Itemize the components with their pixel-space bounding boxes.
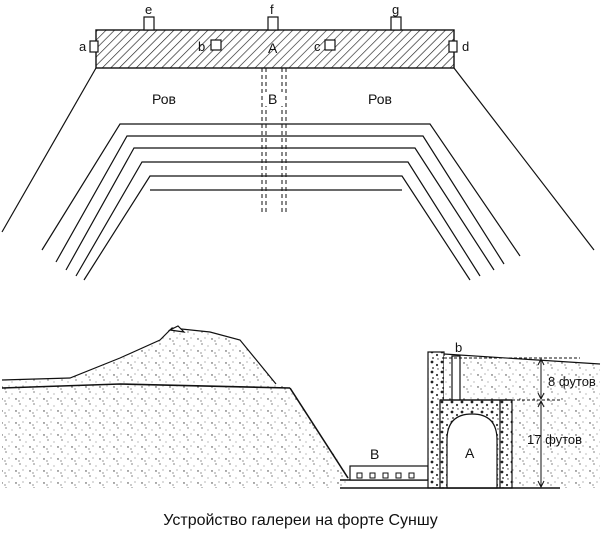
- box-e: [143, 16, 155, 31]
- label-ditch-right: Ров: [368, 91, 392, 107]
- plan-labels: a b c d e f g A B Ров Ров: [79, 2, 469, 107]
- label-A-plan: A: [268, 40, 278, 56]
- box-a: [89, 40, 99, 53]
- box-c: [324, 39, 336, 51]
- box-d: [448, 40, 458, 53]
- counterscarp-1: [41, 123, 521, 257]
- label-B-section: B: [370, 446, 379, 462]
- dimension-lines: [444, 357, 580, 489]
- label-A-section: A: [465, 445, 475, 461]
- section-view: [1, 325, 601, 489]
- figure-caption: Устройство галереи на форте Суншу: [163, 512, 438, 529]
- label-dim-17ft: 17 футов: [527, 432, 582, 447]
- box-g: [390, 16, 402, 31]
- plan-view: [1, 16, 595, 281]
- label-g: g: [392, 2, 399, 17]
- label-ditch-left: Ров: [152, 91, 176, 107]
- label-B-plan: B: [268, 91, 277, 107]
- gallery-bar: [95, 29, 455, 69]
- label-dim-8ft: 8 футов: [548, 374, 596, 389]
- casemate-A: [446, 413, 498, 489]
- label-f: f: [270, 2, 274, 17]
- shaft-b: [451, 355, 461, 403]
- label-b-section: b: [455, 340, 462, 355]
- label-b: b: [198, 39, 205, 54]
- section-labels: B A b 8 футов 17 футов: [370, 340, 596, 462]
- label-c: c: [314, 39, 321, 54]
- label-a: a: [79, 39, 87, 54]
- box-f: [267, 16, 279, 31]
- glacis-mound: [2, 328, 350, 488]
- label-d: d: [462, 39, 469, 54]
- box-b: [210, 39, 222, 51]
- label-e: e: [145, 2, 152, 17]
